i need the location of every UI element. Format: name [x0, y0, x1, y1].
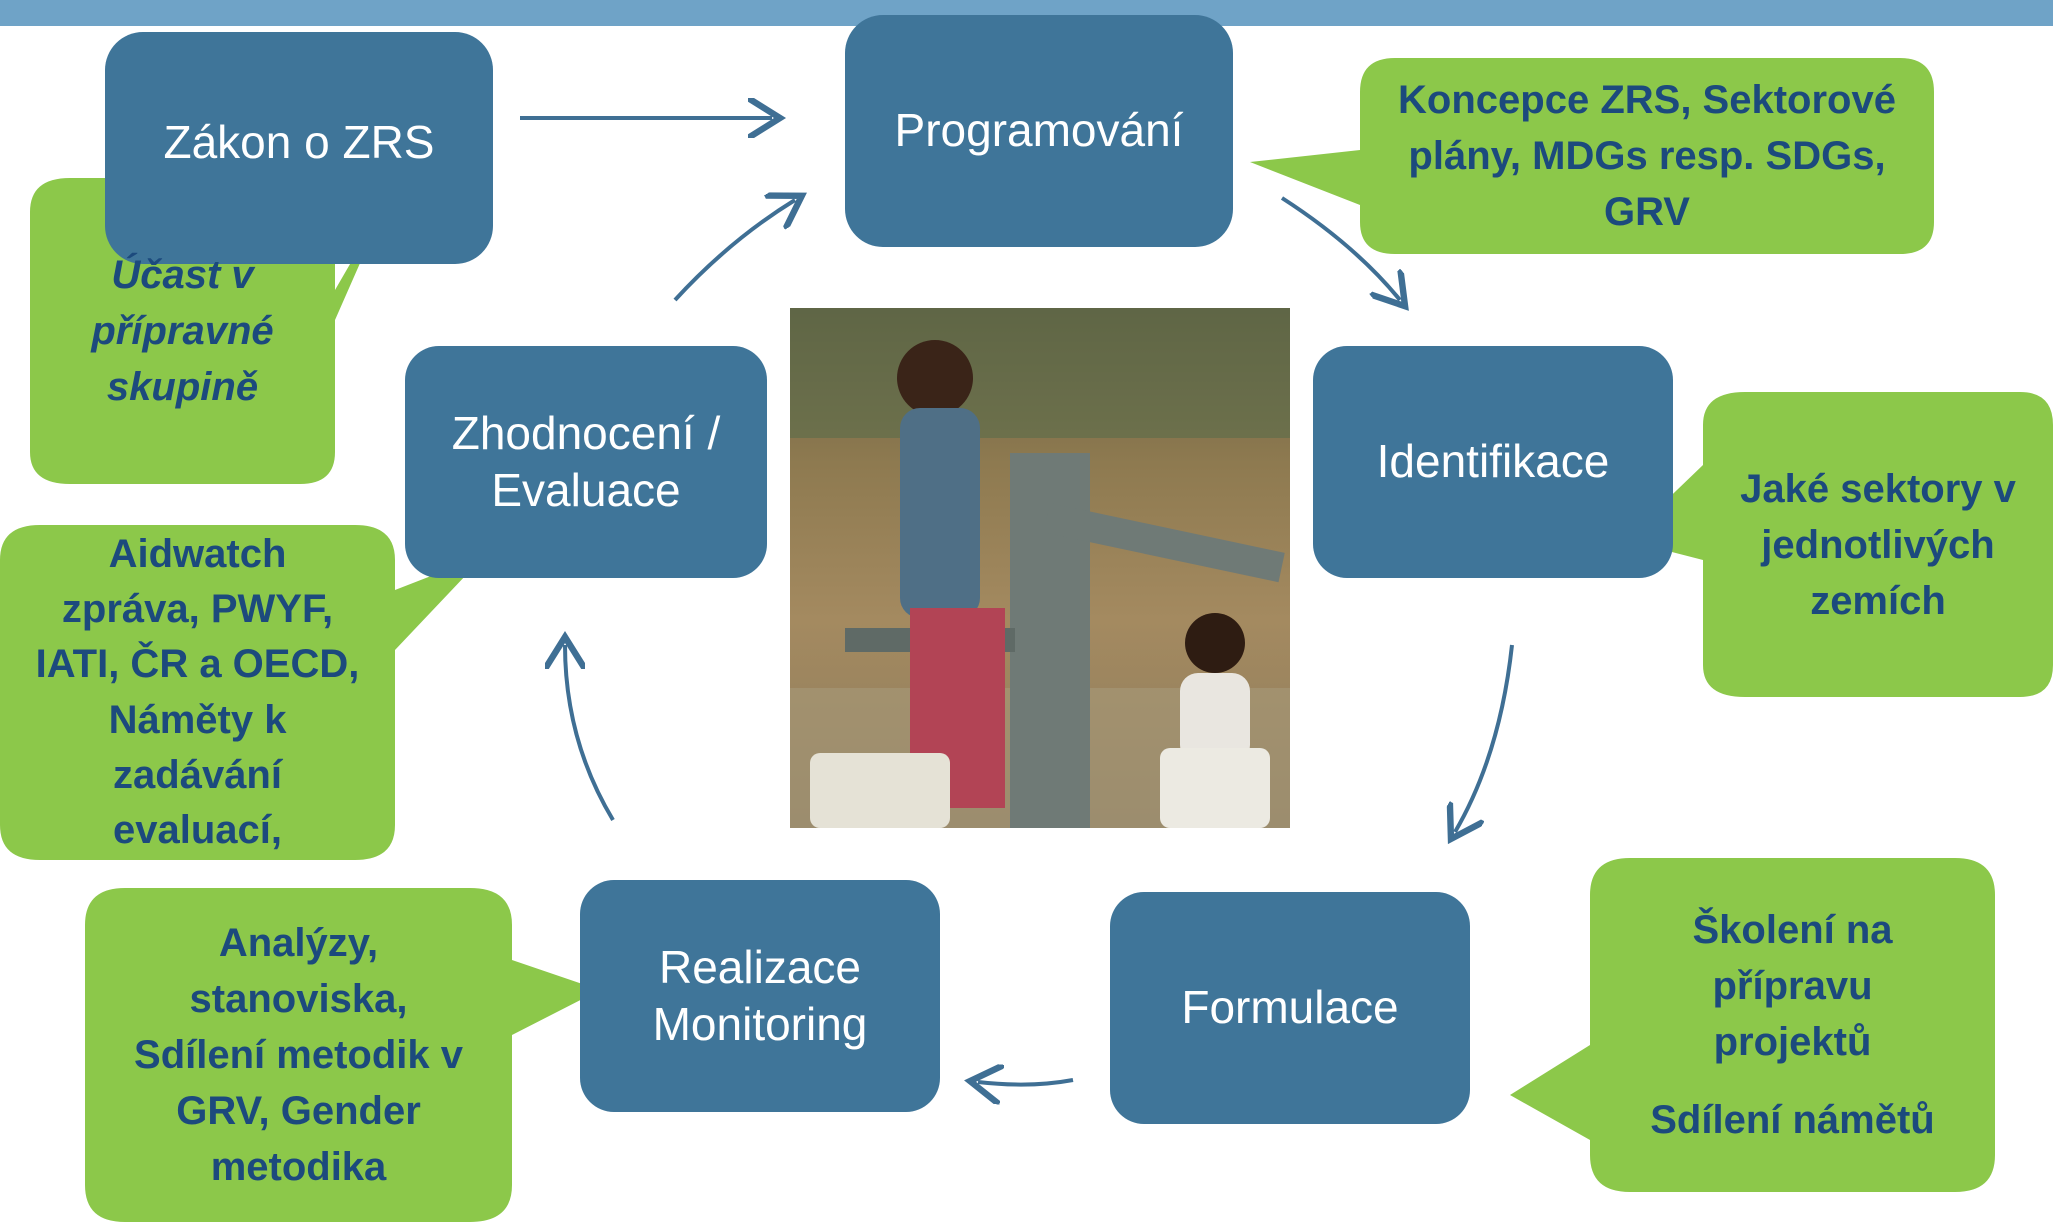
callout-skoleni-shape: [1510, 858, 1995, 1192]
stage-realizace-monitoring: Realizace Monitoring: [580, 880, 940, 1112]
stage-identifikace: Identifikace: [1313, 346, 1673, 578]
callout-skoleni-line: přípravu: [1712, 964, 1873, 1008]
stage-zhodnoceni-label: Zhodnocení /: [451, 406, 721, 459]
stage-monitoring-label: Monitoring: [652, 998, 868, 1050]
callout-skoleni: Školení na přípravu projektů Sdílení nám…: [1590, 858, 1995, 1192]
callout-sektory: Jaké sektory v jednotlivých zemích: [1703, 392, 2053, 697]
callout-skoleni-line: Školení na: [1692, 908, 1893, 952]
callout-sektory-line: zemích: [1810, 578, 1946, 623]
callout-analyzy-line: stanoviska,: [189, 977, 408, 1021]
callout-analyzy-shape: [85, 888, 600, 1222]
callout-sektory-shape: [1625, 392, 2053, 697]
callout-sektory-line: jednotlivých: [1761, 522, 1995, 567]
callout-koncepce-line: GRV: [1604, 190, 1690, 234]
callout-aidwatch-shape: [0, 525, 485, 860]
callout-koncepce-shape: [1250, 58, 1934, 254]
arrow-identifikace-to-formulace: [1455, 644, 1514, 832]
callout-koncepce-line: plány, MDGs resp. SDGs,: [1408, 134, 1886, 178]
callout-aidwatch-line: Aidwatch: [108, 531, 287, 576]
callout-aidwatch: Aidwatch zpráva, PWYF, IATI, ČR a OECD, …: [0, 525, 395, 860]
callout-analyzy-line: Analýzy,: [218, 921, 379, 965]
callout-analyzy: Analýzy, stanoviska, Sdílení metodik v G…: [85, 888, 512, 1222]
callout-analyzy-line: Sdílení metodik v: [134, 1033, 463, 1077]
stage-programovani-label: Programování: [894, 104, 1184, 157]
arrow-formulace-to-realizace: [978, 1080, 1074, 1085]
callout-aidwatch-line: IATI, ČR a OECD,: [35, 642, 360, 687]
stage-zakon-o-zrs: Zákon o ZRS: [105, 32, 493, 264]
water-pump-photo: [790, 308, 1290, 828]
callout-sdileni-namety: Sdílení námětů: [1650, 1098, 1935, 1142]
callout-ucast: Účast v přípravné skupině: [30, 178, 335, 484]
stage-zakon-label: Zákon o ZRS: [163, 116, 435, 168]
callout-skoleni-line: projektů: [1713, 1020, 1872, 1064]
photo-illustration-icon: [790, 308, 1290, 828]
stage-formulace-label: Formulace: [1181, 981, 1399, 1034]
callout-koncepce: Koncepce ZRS, Sektorové plány, MDGs resp…: [1360, 58, 1934, 254]
stage-identifikace-label: Identifikace: [1376, 435, 1610, 488]
callout-analyzy-line: metodika: [210, 1145, 387, 1189]
stage-programovani: Programování: [845, 15, 1233, 247]
callout-aidwatch-line: zpráva, PWYF,: [61, 587, 334, 632]
callout-ucast-line: Účast v: [111, 253, 254, 297]
stage-evaluace-label: Evaluace: [491, 464, 681, 516]
callout-analyzy-line: GRV, Gender: [176, 1089, 421, 1133]
arrow-zhodnoceni-to-programovani: [673, 200, 795, 302]
callout-sektory-line: Jaké sektory v: [1740, 466, 2016, 511]
arrow-realizace-to-zhodnoceni: [565, 645, 615, 822]
callout-aidwatch-line: zadávání: [113, 752, 282, 797]
callout-aidwatch-line: Náměty k: [108, 697, 287, 742]
callout-koncepce-line: Koncepce ZRS, Sektorové: [1398, 78, 1896, 122]
callout-ucast-line: přípravné: [91, 309, 274, 353]
callout-aidwatch-line: evaluací,: [112, 807, 282, 852]
stage-realizace-label: Realizace: [659, 940, 861, 993]
stage-zhodnoceni-evaluace: Zhodnocení / Evaluace: [405, 346, 767, 578]
callout-ucast-line: skupině: [106, 365, 259, 409]
arrow-programovani-to-identifikace: [1280, 196, 1400, 300]
stage-formulace: Formulace: [1110, 892, 1470, 1124]
